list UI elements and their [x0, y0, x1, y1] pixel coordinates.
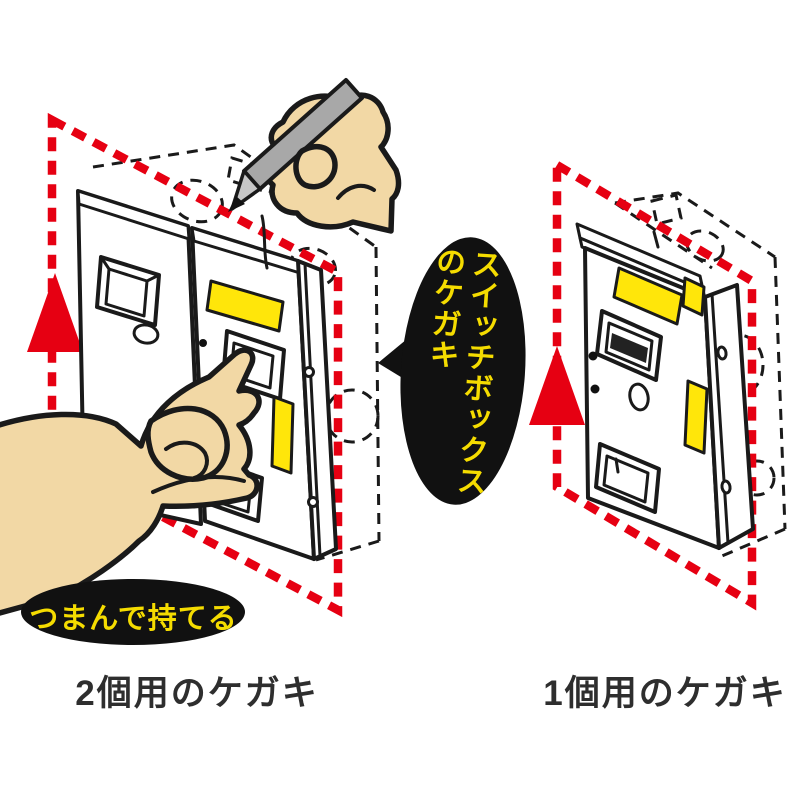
window-tick	[614, 457, 620, 474]
side-screw	[716, 345, 728, 361]
hidden-box-edges	[92, 143, 381, 562]
curled-finger-line	[164, 440, 209, 480]
pinch-callout-bubble	[21, 579, 245, 645]
finger-line	[336, 183, 376, 200]
top-tick	[652, 230, 660, 249]
hand-holding-pen-icon	[228, 78, 402, 234]
pen-mark-line	[260, 214, 269, 270]
knockout-circle-side	[738, 459, 776, 497]
pen-nib	[228, 196, 245, 212]
knockout-circle	[685, 229, 725, 263]
caption-right-1gang: 1個用のケガキ	[543, 674, 787, 713]
thumb-curl	[293, 143, 338, 190]
hidden-box-opening	[650, 193, 683, 226]
up-arrow-icon	[529, 346, 585, 425]
up-arrow-icon	[27, 273, 83, 352]
left-figure-2gang	[0, 78, 402, 645]
hand-pinching-icon	[0, 347, 262, 616]
screw-hole-oval	[132, 323, 160, 345]
scribe-outline-left	[47, 112, 343, 618]
plate-dot	[590, 384, 600, 394]
plate-dot	[588, 351, 598, 361]
side-divider-line	[710, 292, 730, 545]
plate-dot	[199, 339, 207, 347]
window-slot-shadow	[610, 333, 648, 363]
side-screw	[303, 366, 315, 378]
yellow-sticker-side	[683, 379, 709, 455]
thumb-line	[151, 475, 246, 494]
pinch-label: つまんで持てる	[29, 603, 238, 635]
bubble-body	[400, 237, 526, 505]
screw-hole-oval	[628, 382, 650, 412]
window-cutout-inner	[104, 267, 149, 318]
hidden-box-edges	[614, 191, 787, 558]
right-figure-1gang	[529, 157, 787, 611]
switch-box-single	[575, 222, 755, 550]
side-screw	[720, 479, 732, 495]
yellow-sticker-edge-top	[681, 276, 706, 317]
speech-bubble-icon	[378, 237, 526, 505]
hidden-box-dashed	[614, 191, 787, 558]
yellow-sticker-top	[612, 266, 684, 326]
side-divider-line	[303, 262, 322, 558]
window-cutout-lower-inner	[602, 454, 650, 504]
yellow-sticker-side	[270, 395, 295, 475]
window-depth-line	[99, 255, 161, 283]
side-screw	[307, 496, 319, 508]
module-top-bevel	[76, 189, 191, 241]
yellow-sticker-top	[205, 279, 285, 333]
caption-left-2gang: 2個用のケガキ	[75, 674, 319, 713]
